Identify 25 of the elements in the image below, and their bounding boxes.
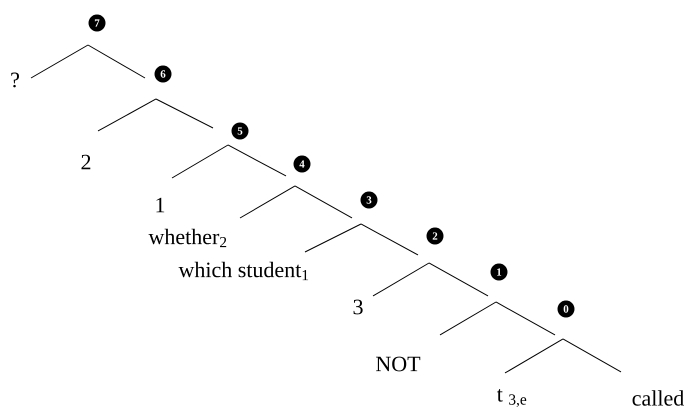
tree-branch: [228, 144, 286, 176]
leaf-label: t $_{3,e}$: [496, 389, 526, 407]
tree-branch: [98, 98, 156, 132]
leaf-label: 3: [354, 300, 363, 314]
tree-branch: [294, 186, 352, 218]
leaf-label: whether$_{2}$: [148, 228, 226, 248]
leaf-label: 2: [81, 154, 90, 170]
tree-branch: [562, 338, 622, 372]
tree-branch: [372, 262, 430, 296]
tree-branch: [304, 224, 362, 252]
tree-branch: [88, 44, 146, 78]
tree-branch: [440, 302, 496, 336]
tree-branch: [360, 224, 418, 256]
tree-branch: [156, 98, 214, 128]
tree-branch: [30, 44, 88, 78]
leaf-label: ?: [11, 72, 19, 88]
tree-branch: [240, 186, 296, 218]
leaf-label: NOT: [376, 356, 420, 372]
tree-branch: [504, 338, 564, 374]
tree-branch: [428, 262, 488, 296]
leaf-label: called: [632, 390, 684, 406]
leaf-label: 1: [156, 198, 164, 212]
leaf-label: which student$_{1}$: [178, 262, 308, 280]
tree-branch: [172, 144, 228, 178]
tree-branch: [496, 302, 556, 336]
